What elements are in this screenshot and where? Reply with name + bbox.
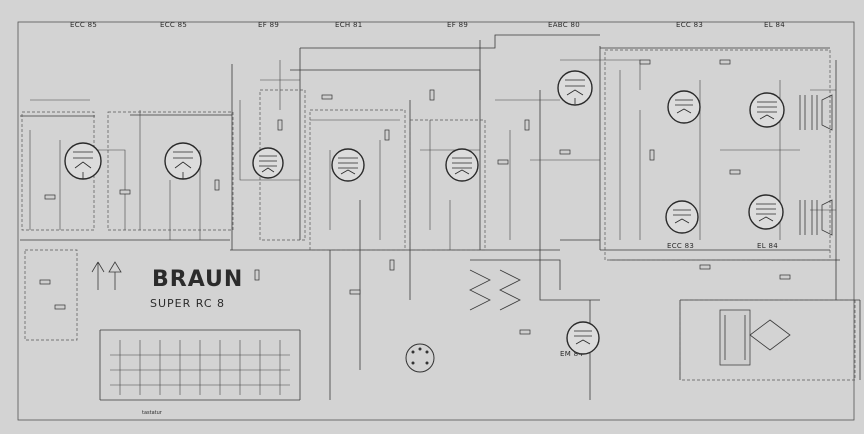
ecc85-tube-2 xyxy=(164,142,202,180)
tube-label-eabc80: EABC 80 xyxy=(548,21,580,29)
sheet-border xyxy=(17,21,855,421)
output-transformer-2 xyxy=(799,199,833,236)
power-transformer xyxy=(719,309,791,366)
ech81-tube xyxy=(331,148,365,182)
tube-label-ecc83-1: ECC 83 xyxy=(676,21,703,29)
ecc83-tube-2 xyxy=(665,200,699,234)
ef89-tube-1 xyxy=(252,147,284,179)
el84-tube-1 xyxy=(749,92,785,128)
ef89-tube-2 xyxy=(445,148,479,182)
tube-label-ech81: ECH 81 xyxy=(335,21,363,29)
ecc85-tube-1 xyxy=(64,142,102,180)
tube-label-em84: EM 84 xyxy=(560,350,583,358)
tastatur-label: tastatur xyxy=(142,410,163,416)
tube-label-ef89-2: EF 89 xyxy=(447,21,468,29)
tube-label-ecc85-2: ECC 85 xyxy=(160,21,187,29)
tube-label-el84-2: EL 84 xyxy=(757,242,778,250)
tube-label-ecc85-1: ECC 85 xyxy=(70,21,97,29)
subassembly-boxes xyxy=(21,49,856,381)
brand-logo: BRAUN xyxy=(152,267,243,292)
tube-label-ef89-1: EF 89 xyxy=(258,21,279,29)
ecc83-tube-1 xyxy=(667,90,701,124)
tube-label-ecc83-2: ECC 83 xyxy=(667,242,694,250)
em84-tube xyxy=(566,321,600,355)
output-transformer-1 xyxy=(799,94,833,131)
din-socket xyxy=(405,343,435,373)
eabc80-tube xyxy=(557,70,593,106)
tube-label-el84-1: EL 84 xyxy=(764,21,785,29)
components xyxy=(39,59,791,335)
model-name: SUPER RC 8 xyxy=(150,297,225,310)
antenna-symbol xyxy=(91,261,122,290)
el84-tube-2 xyxy=(748,194,784,230)
